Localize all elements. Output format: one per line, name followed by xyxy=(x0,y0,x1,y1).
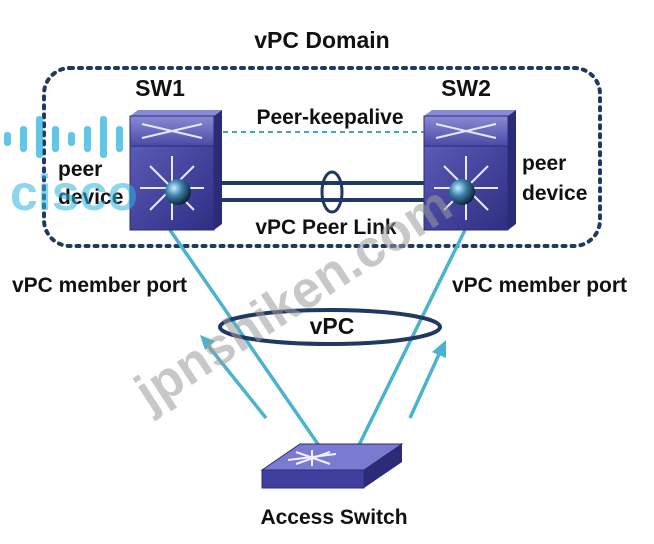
nexus-switch-icon xyxy=(423,110,516,231)
sw2-role-line1: peer xyxy=(522,152,566,175)
svg-text:cisco: cisco xyxy=(10,165,138,221)
vpc-peer-link-label: vPC Peer Link xyxy=(255,216,397,239)
domain-title: vPC Domain xyxy=(254,27,389,53)
access-switch-icon xyxy=(260,443,404,489)
vpc-label: vPC xyxy=(310,313,355,339)
member-port-label-right: vPC member port xyxy=(452,274,627,297)
access-switch-label: Access Switch xyxy=(260,506,407,529)
vpc-bundle-ellipse xyxy=(218,308,442,346)
sw2-name: SW2 xyxy=(441,75,491,101)
member-port-label-left: vPC member port xyxy=(12,274,187,297)
arrow-icon xyxy=(200,335,268,420)
cisco-logo: cisco xyxy=(4,116,138,221)
sw1-role-line1: peer xyxy=(58,158,102,181)
sw1-role-line2: device xyxy=(58,186,123,209)
sw2-role-line2: device xyxy=(522,182,587,205)
arrow-icon xyxy=(408,340,446,419)
sw1-name: SW1 xyxy=(135,75,185,101)
vpc-domain-boundary xyxy=(42,66,602,248)
peer-keepalive-label: Peer-keepalive xyxy=(256,106,403,129)
nexus-switch-icon xyxy=(129,110,222,231)
vpc-peer-link xyxy=(214,170,424,214)
